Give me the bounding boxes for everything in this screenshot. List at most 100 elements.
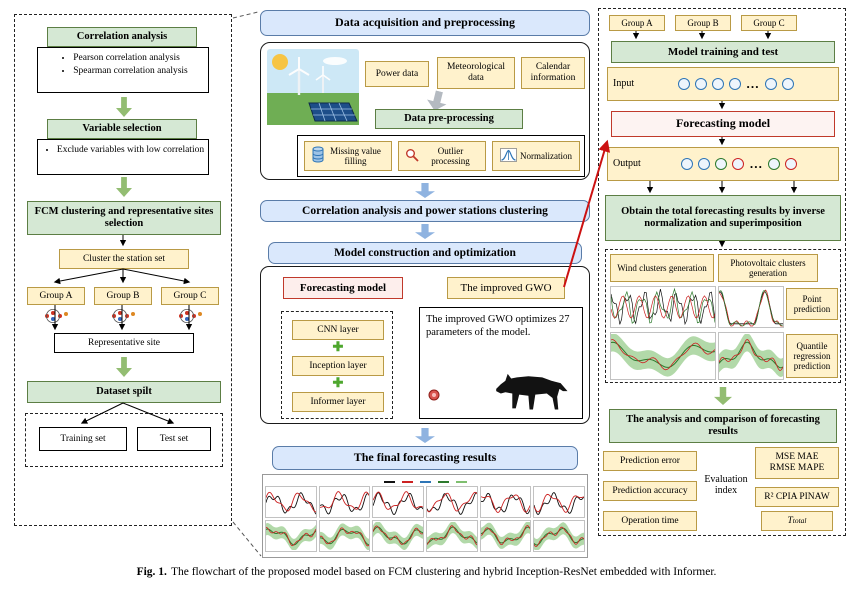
improved-gwo-box: The improved GWO: [447, 277, 565, 299]
forecast-chart: [265, 520, 317, 552]
gwo-note-box: The improved GWO optimizes 27 parameters…: [419, 307, 583, 419]
cnn-layer-label: CNN layer: [317, 324, 359, 335]
data-preprocessing-box: Data pre-processing: [375, 109, 523, 129]
informer-layer-box: Informer layer: [292, 392, 384, 412]
cluster-dots-icon: [41, 308, 71, 327]
time-metric-base: T: [787, 515, 793, 526]
wolf-silhouette: [490, 367, 576, 416]
correlation-analysis-label: Correlation analysis: [76, 31, 168, 43]
obtain-results-label: Obtain the total forecasting results by …: [621, 206, 825, 229]
accuracy-metrics-label: R² CPIA PINAW: [764, 491, 830, 502]
output-nodes: …: [644, 156, 835, 172]
gwo-note-text: The improved GWO optimizes 27 parameters…: [426, 314, 570, 339]
photovoltaic-clusters-label: Photovoltaic clusters generation: [730, 257, 806, 278]
informer-layer-label: Informer layer: [310, 396, 366, 407]
final-results-label: The final forecasting results: [353, 450, 497, 465]
prediction-error-label: Prediction error: [620, 455, 680, 466]
cluster-station-set-label: Cluster the station set: [82, 253, 166, 264]
forecast-chart: [372, 520, 424, 552]
photovoltaic-clusters-box: Photovoltaic clusters generation: [718, 254, 818, 282]
quantile-prediction-label: Quantile regression prediction: [793, 340, 831, 372]
correlation-analysis-title: Correlation analysis: [47, 27, 197, 47]
group-b-box: Group B: [675, 15, 731, 31]
group-b-label: Group B: [687, 17, 719, 28]
forecast-chart: [479, 486, 532, 518]
forecasting-model-box: Forecasting model: [611, 111, 835, 137]
bullet-pearson: Pearson correlation analysis: [73, 53, 188, 64]
calendar-information-box: Calendar information: [521, 57, 585, 89]
variable-selection-title: Variable selection: [47, 119, 197, 139]
training-set-label: Training set: [60, 433, 106, 444]
forecast-chart: [265, 486, 317, 518]
bullet-exclude-variables: Exclude variables with low correlation: [57, 145, 204, 156]
group-c-label: Group C: [173, 290, 207, 301]
magnifier-icon: [405, 148, 419, 164]
group-a-label: Group A: [621, 17, 653, 28]
figure-caption-label: Fig. 1.: [136, 566, 167, 578]
forecasting-model-box: Forecasting model: [283, 277, 403, 299]
group-b-label: Group B: [106, 290, 140, 301]
improved-gwo-label: The improved GWO: [460, 281, 552, 294]
pv-generation-chart: [718, 286, 784, 328]
quantile-prediction-box: Quantile regression prediction: [786, 334, 838, 378]
data-acquisition-header: Data acquisition and preprocessing: [260, 10, 590, 36]
down-arrow-icon: [415, 428, 435, 443]
analysis-comparison-label: The analysis and comparison of forecasti…: [626, 414, 820, 437]
correlation-clustering-box: Correlation analysis and power stations …: [260, 200, 590, 222]
fcm-clustering-box: FCM clustering and representative sites …: [27, 201, 221, 235]
model-construction-container: Forecasting model The improved GWO CNN l…: [260, 266, 590, 424]
test-set-label: Test set: [159, 433, 189, 444]
variable-selection-body: Exclude variables with low correlation: [37, 139, 209, 175]
bullet-spearman: Spearman correlation analysis: [73, 66, 188, 77]
down-arrow-icon: [714, 387, 732, 405]
meteorological-data-box: Meteorological data: [437, 57, 515, 89]
representative-site-box: Representative site: [54, 333, 194, 353]
output-layer-box: Output …: [607, 147, 839, 181]
evaluation-index-label: Evaluation index: [699, 467, 753, 503]
normalization-label: Normalization: [520, 150, 572, 161]
distribution-curve-icon: [500, 148, 517, 164]
cluster-station-set-box: Cluster the station set: [59, 249, 189, 269]
clusters-generation-container: Wind clusters generation Photovoltaic cl…: [605, 249, 841, 383]
forecast-chart: [426, 520, 478, 552]
input-nodes: …: [637, 76, 835, 92]
forecast-chart: [533, 520, 585, 552]
dataset-split-box: Dataset spilt: [27, 381, 221, 403]
preprocessing-steps-container: Missing value filling Outlier processing…: [297, 135, 585, 177]
power-data-label: Power data: [375, 68, 419, 79]
missing-value-filling-box: Missing value filling: [304, 141, 392, 171]
prediction-accuracy-box: Prediction accuracy: [603, 481, 697, 501]
operation-time-box: Operation time: [603, 511, 697, 531]
outlier-processing-box: Outlier processing: [398, 141, 486, 171]
forecasting-model-label: Forecasting model: [299, 281, 387, 294]
error-metrics-box: MSE MAE RMSE MAPE: [755, 447, 839, 479]
group-a-label: Group A: [39, 290, 73, 301]
group-c-box: Group C: [741, 15, 797, 31]
forecast-chart: [372, 486, 424, 518]
quantile-chart: [610, 332, 716, 380]
down-arrow-icon: [116, 177, 132, 197]
normalization-box: Normalization: [492, 141, 580, 171]
forecast-chart: [426, 486, 478, 518]
evaluation-index-text: Evaluation index: [704, 473, 748, 496]
layer-stack-container: CNN layer ✚ Inception layer ✚ Informer l…: [281, 311, 393, 419]
figure-caption: Fig. 1.The flowchart of the proposed mod…: [0, 566, 853, 578]
forecasting-model-label: Forecasting model: [675, 116, 771, 131]
group-c-label: Group C: [753, 17, 785, 28]
renewables-photo: [267, 49, 359, 128]
meteorological-data-label: Meteorological data: [446, 62, 506, 83]
obtain-results-box: Obtain the total forecasting results by …: [605, 195, 841, 241]
left-panel: Correlation analysis Pearson correlation…: [14, 14, 232, 526]
final-results-charts: [262, 474, 588, 558]
figure-caption-text: The flowchart of the proposed model base…: [170, 566, 717, 578]
operation-time-label: Operation time: [621, 515, 679, 526]
correlation-clustering-label: Correlation analysis and power stations …: [302, 204, 548, 217]
forecast-chart: [533, 486, 585, 518]
charts-grid: [265, 486, 585, 552]
time-metric-sub: total: [792, 515, 807, 525]
plus-icon: ✚: [332, 375, 344, 390]
database-icon: [312, 146, 324, 165]
accuracy-metrics-box: R² CPIA PINAW: [755, 487, 839, 507]
